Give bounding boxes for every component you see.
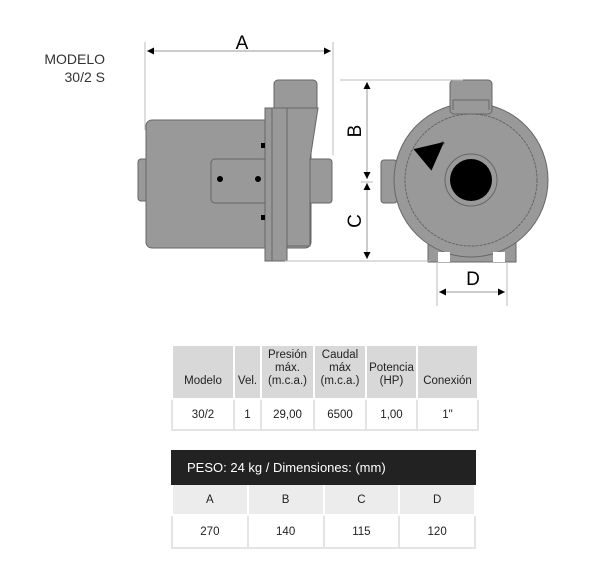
specs-cell: 1 — [233, 398, 262, 431]
dim-label-a: A — [236, 33, 249, 54]
dimensions-title: PESO: 24 kg / Dimensiones: (mm) — [171, 450, 476, 485]
specs-cell: 30/2 — [171, 398, 235, 431]
dimension-value: 115 — [322, 514, 401, 549]
dim-label-d: D — [466, 269, 480, 290]
specs-header-line: Caudal — [321, 349, 359, 361]
dimension-label: A — [171, 483, 249, 516]
model-label: MODELO — [44, 51, 105, 67]
specs-header-line: máx. — [275, 362, 300, 374]
specs-header-line: (m.c.a.) — [320, 375, 360, 387]
dimension-label: C — [322, 483, 401, 516]
specs-header: Modelo — [171, 344, 235, 400]
specs-header-line: (HP) — [379, 375, 404, 387]
dimension-value: 270 — [171, 514, 249, 549]
dimension-label: B — [246, 483, 325, 516]
dim-label-c: C — [345, 214, 366, 228]
specs-header: Conexión — [416, 344, 479, 400]
specs-header-line: Conexión — [423, 375, 472, 387]
specs-header-line: (m.c.a.) — [268, 375, 307, 387]
specs-header-line: Potencia — [369, 362, 414, 374]
specs-header: Vel. — [233, 344, 262, 400]
specs-cell: 1" — [416, 398, 479, 431]
specs-header-line: máx — [329, 362, 351, 374]
dimension-value: 120 — [398, 514, 476, 549]
pump-drawing: A B C D — [137, 33, 549, 306]
dimension-value: 140 — [246, 514, 325, 549]
specs-header-line: Presión — [268, 349, 307, 361]
dimension-label: D — [398, 483, 476, 516]
specs-header: Potencia(HP) — [365, 344, 418, 400]
dim-label-b: B — [345, 125, 366, 138]
specs-cell: 29,00 — [260, 398, 315, 431]
specs-cell: 6500 — [313, 398, 367, 431]
specs-header-line: Vel. — [237, 375, 258, 387]
side-view — [137, 79, 333, 262]
model-name: 30/2 S — [64, 69, 105, 85]
specs-header-line: Modelo — [184, 375, 222, 387]
specs-cell: 1,00 — [365, 398, 418, 431]
